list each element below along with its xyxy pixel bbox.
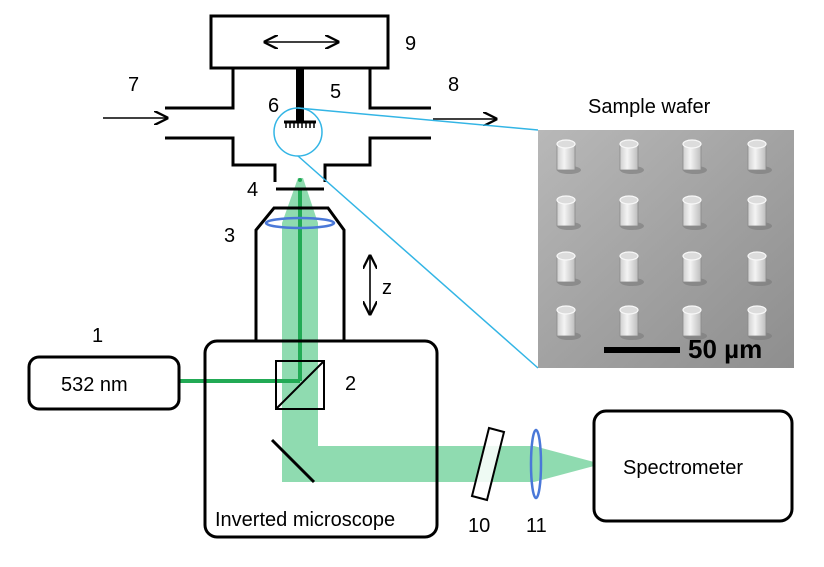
sem-pillar [682, 305, 707, 340]
objective-lens [254, 206, 346, 341]
sem-pillar [619, 139, 644, 174]
sem-pillar [619, 195, 644, 230]
component-numbers: 1 2 3 4 5 6 7 8 9 10 11 [92, 33, 547, 537]
spectrometer-box [592, 409, 794, 523]
sem-pillar [556, 251, 581, 286]
sem-pillar [682, 195, 707, 230]
sem-pillar [747, 305, 772, 340]
translation-stage [209, 14, 390, 70]
focus-spot [298, 178, 302, 182]
sample-wafer-label: Sample wafer [588, 96, 711, 118]
optical-filter [470, 426, 506, 502]
microscope-label: Inverted microscope [215, 509, 395, 531]
objective-lens-element [264, 216, 336, 230]
number-6: 6 [268, 95, 279, 117]
sample-chamber [165, 68, 431, 182]
number-9: 9 [405, 33, 416, 55]
sample-holder-rod [296, 68, 304, 122]
sem-pillar [747, 251, 772, 286]
sem-image: 50 µm [538, 130, 794, 368]
focusing-lens [529, 428, 543, 500]
number-7: 7 [128, 74, 139, 96]
spectrometer-label: Spectrometer [623, 457, 743, 479]
laser-label: 532 nm [61, 374, 128, 396]
number-1: 1 [92, 325, 103, 347]
sem-pillar [682, 139, 707, 174]
inverted-microscope-box [203, 339, 439, 539]
sem-pillar [682, 251, 707, 286]
number-3: 3 [224, 225, 235, 247]
number-10: 10 [468, 515, 490, 537]
sem-pillar [556, 195, 581, 230]
scalebar-label: 50 µm [688, 334, 762, 364]
sem-pillar [556, 305, 581, 340]
scalebar [604, 347, 680, 353]
number-8: 8 [448, 74, 459, 96]
sample-comb [284, 120, 316, 128]
number-11: 11 [526, 515, 547, 537]
sem-pillar [556, 139, 581, 174]
sem-pillar [619, 305, 644, 340]
number-2: 2 [345, 373, 356, 395]
z-axis-label: z [382, 277, 392, 299]
number-5: 5 [330, 81, 341, 103]
sem-pillar [619, 251, 644, 286]
sem-pillar [747, 139, 772, 174]
zoom-lines [297, 107, 539, 369]
laser-box [27, 355, 181, 411]
pillar-array [556, 139, 772, 340]
number-4: 4 [247, 179, 258, 201]
laser-beam [178, 190, 302, 383]
beamsplitter-cube-icon [275, 360, 325, 410]
sem-pillar [747, 195, 772, 230]
mirror-icon [270, 438, 316, 484]
